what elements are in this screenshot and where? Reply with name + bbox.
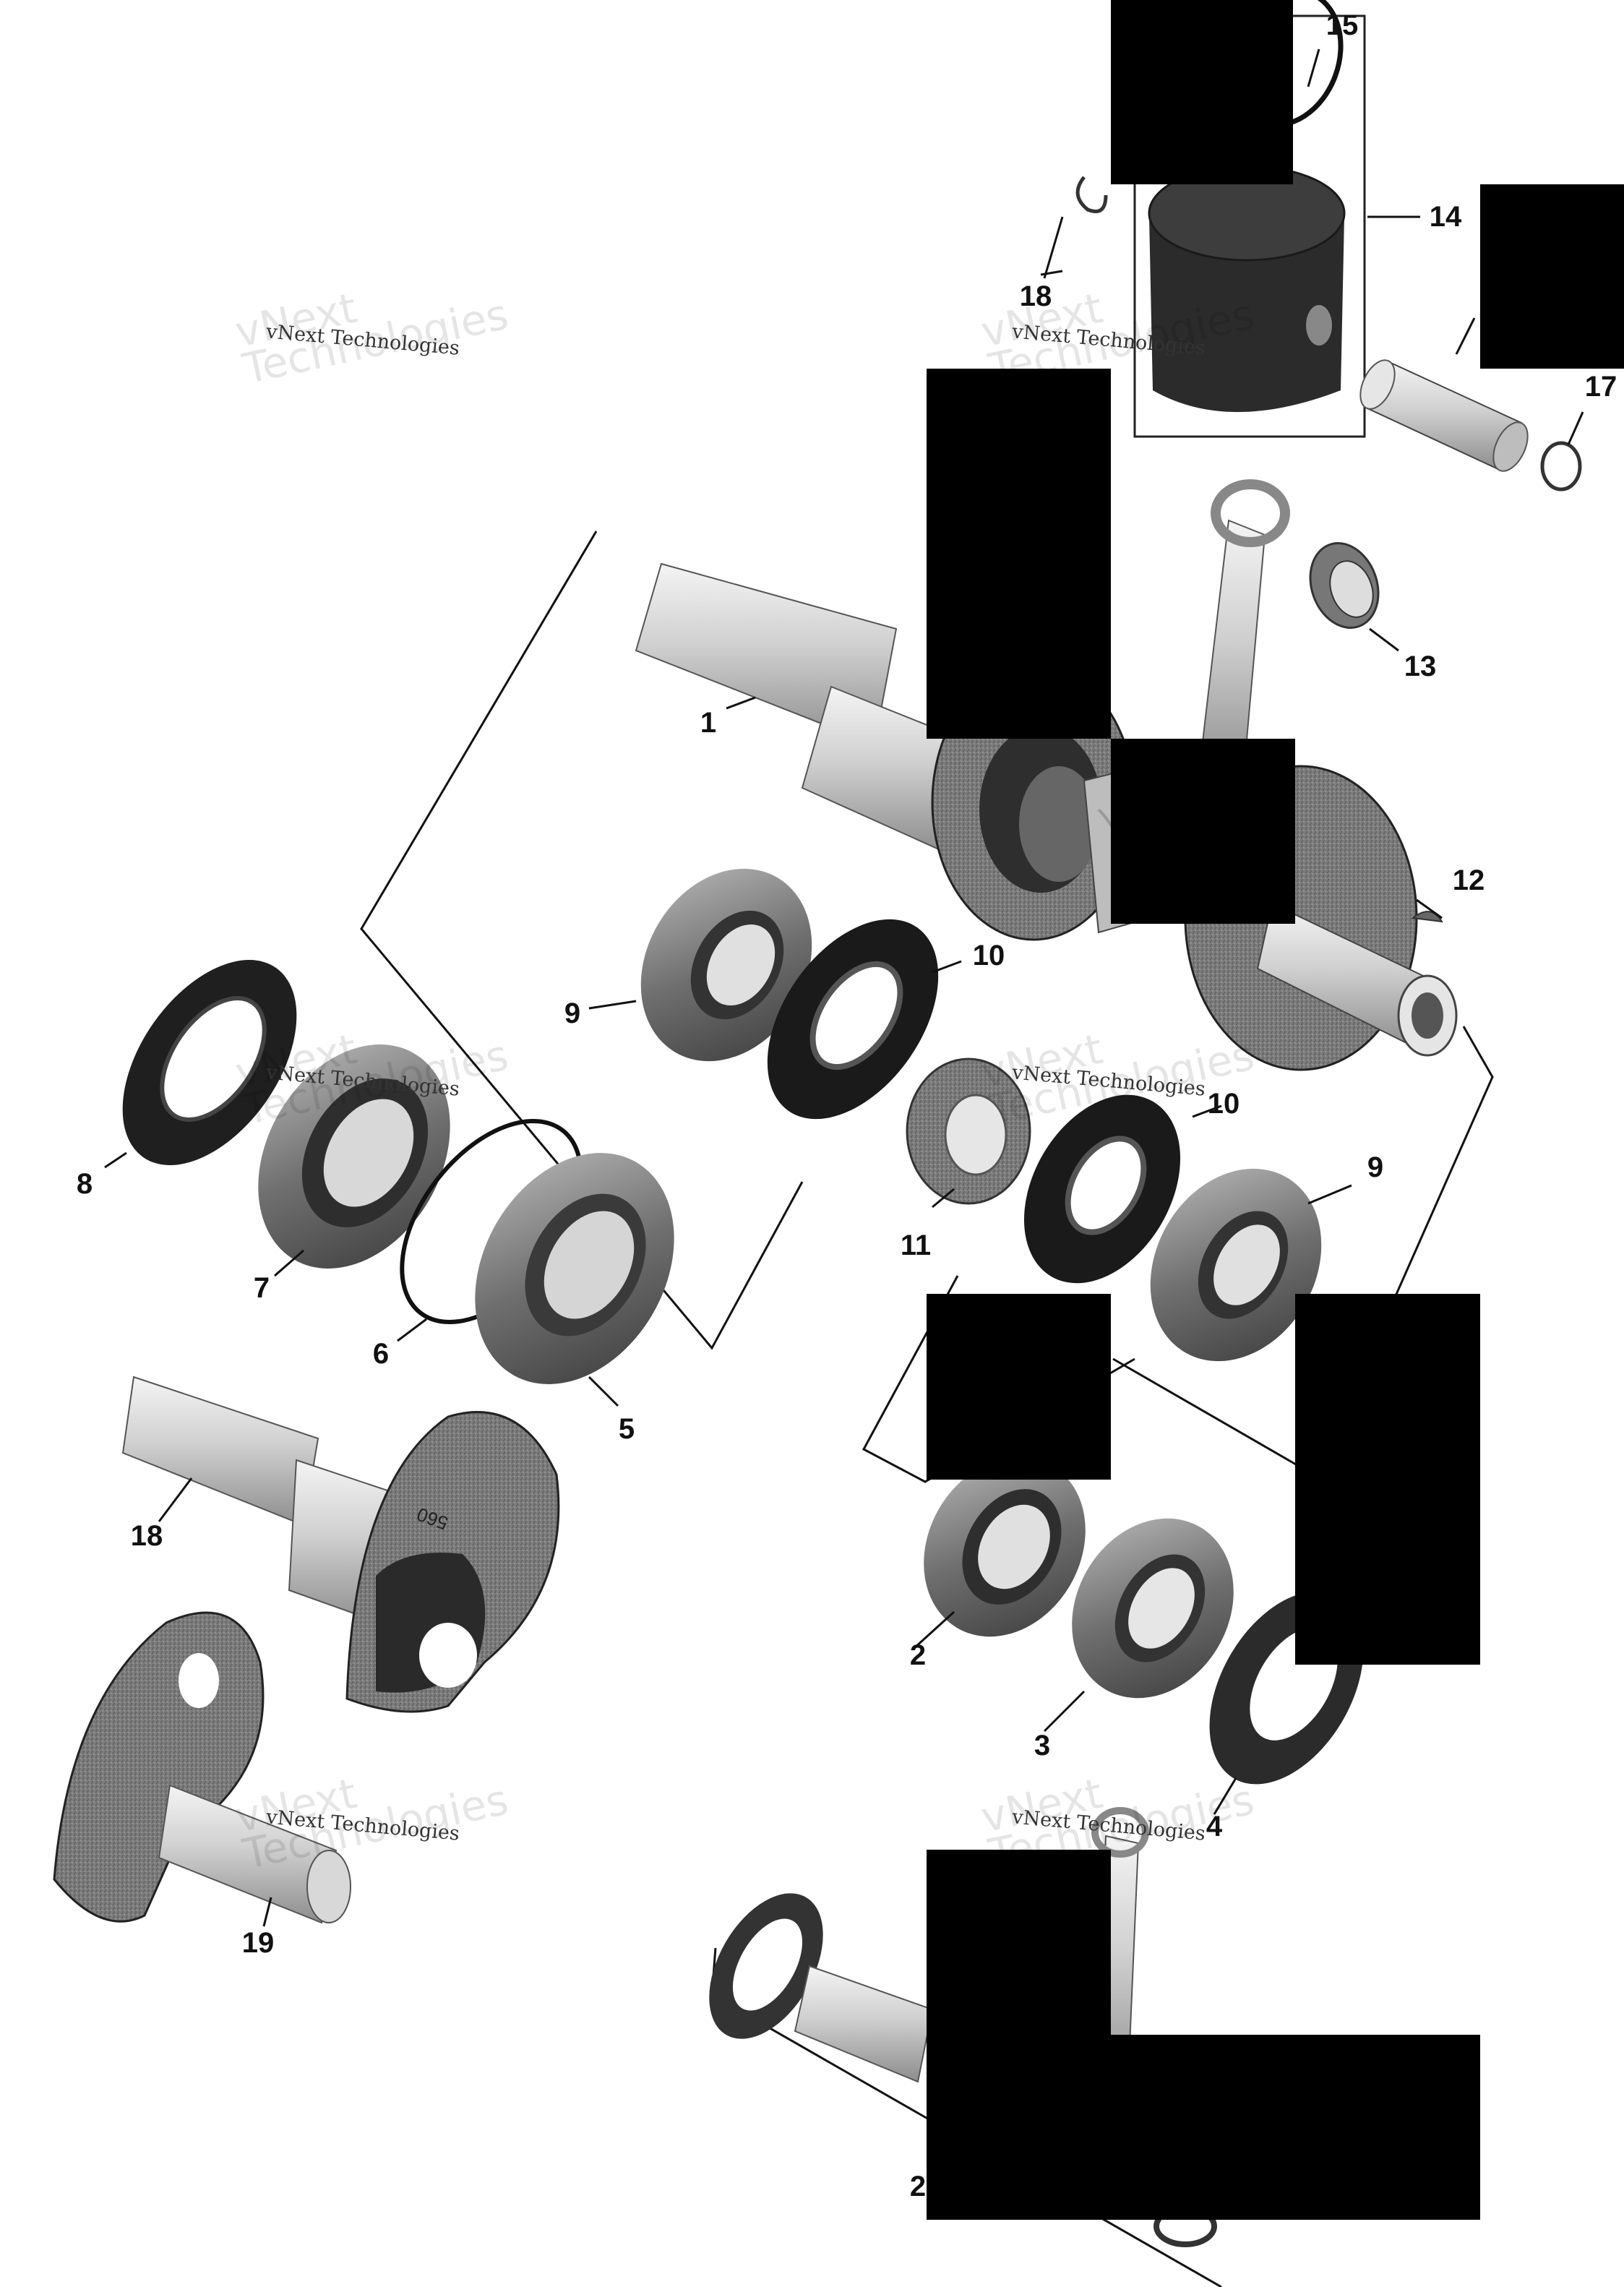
drive-gear: [906, 1057, 1031, 1205]
callout-6: 6: [372, 1338, 390, 1370]
crankshaft-half-19: [53, 1611, 351, 1924]
callout-19: 19: [241, 1927, 275, 1959]
connecting-rod: [1198, 479, 1290, 782]
callout-18-pin-clip: 18: [1019, 280, 1052, 312]
redaction-block: [927, 1850, 1111, 2220]
bearing-7: [258, 1044, 450, 1269]
callout-14: 14: [1429, 201, 1462, 233]
callout-15: 15: [1326, 9, 1359, 41]
crankshaft-half-18: 560: [121, 1376, 560, 1713]
bearing-9-lower: [1150, 1168, 1322, 1362]
redaction-block: [927, 369, 1111, 739]
redaction-block: [1111, 2035, 1480, 2220]
callout-1: 1: [700, 707, 717, 739]
callout-10-lower: 10: [1207, 1088, 1240, 1120]
leader-lines: [104, 48, 1584, 1927]
callout-8: 8: [76, 1168, 93, 1200]
callout-18-crank: 18: [130, 1520, 163, 1552]
circlip-right: [1540, 441, 1582, 492]
bearing-3: [1072, 1518, 1234, 1699]
callout-17: 17: [1584, 371, 1617, 403]
bearing-5: [475, 1153, 674, 1384]
redaction-block: [1480, 184, 1624, 369]
lower-bracket-line: [1112, 1357, 1302, 1469]
oil-seal-10-lower: [1023, 1094, 1181, 1284]
circlip-left: [1075, 176, 1108, 213]
crankshaft-assembly-bracket-right: [1393, 1026, 1494, 1298]
callout-2: 2: [909, 1639, 927, 1671]
callout-7: 7: [253, 1272, 270, 1304]
oil-seal-8: [122, 960, 297, 1165]
callout-4: 4: [1206, 1811, 1223, 1842]
bearing-9-upper: [640, 868, 812, 1062]
callout-13: 13: [1404, 651, 1437, 682]
callout-9-upper: 9: [564, 997, 581, 1029]
callout-3: 3: [1034, 1730, 1051, 1762]
redaction-block: [1295, 1294, 1480, 1665]
redaction-block: [1111, 0, 1293, 184]
callout-bottom: 2: [909, 2171, 927, 2202]
callout-9-lower: 9: [1367, 1151, 1384, 1183]
callout-5: 5: [618, 1413, 635, 1445]
redaction-block: [927, 1294, 1111, 1480]
crankshaft-assembly-bracket: [360, 531, 804, 1350]
wrist-pin: [1359, 359, 1529, 472]
redaction-block: [1111, 739, 1295, 924]
piston-pin-bore: [1306, 305, 1332, 346]
callout-11: 11: [900, 1230, 932, 1261]
oil-seal-10-upper: [767, 919, 939, 1120]
needle-bearing: [1309, 542, 1380, 629]
callout-10-upper: 10: [972, 940, 1005, 971]
piston-group: [1075, 0, 1582, 492]
bearing-2: [924, 1456, 1086, 1637]
callout-12: 12: [1452, 864, 1485, 896]
